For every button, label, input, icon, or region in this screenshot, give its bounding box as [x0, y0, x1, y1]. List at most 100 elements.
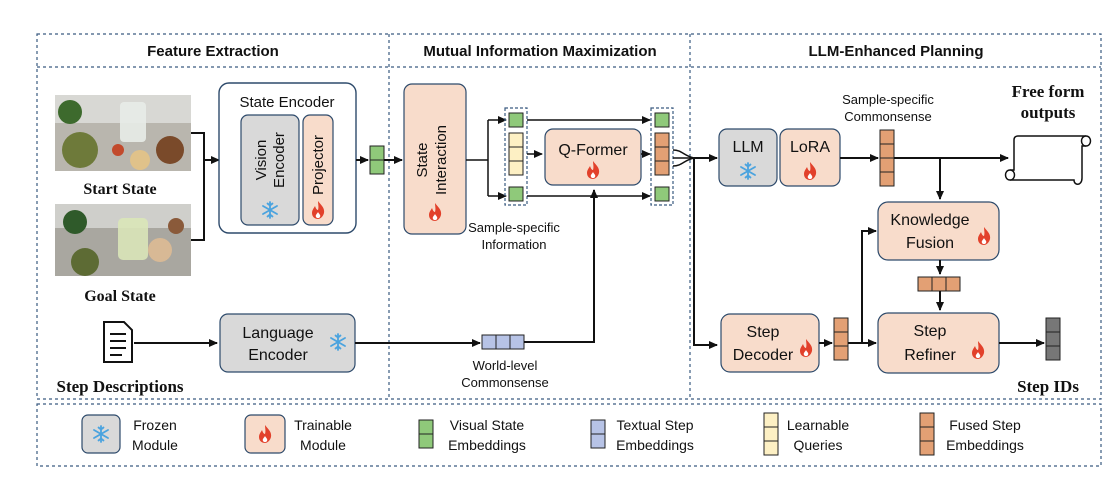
language-encoder-label-1: Language	[242, 325, 313, 342]
output-token-stack	[650, 107, 674, 206]
legend-trainable-label-1: Trainable	[294, 417, 352, 433]
step-refiner-box	[877, 312, 1000, 374]
q-former-label: Q-Former	[558, 142, 628, 159]
goal-state-label: Goal State	[84, 288, 156, 305]
vision-encoder-box	[240, 114, 300, 226]
sample-specific-cs-label-1: Sample-specific	[842, 92, 934, 107]
visual-embedding-cell	[508, 112, 524, 128]
visual-embedding-cell	[508, 186, 524, 202]
sample-specific-info-label-1: Sample-specific	[468, 220, 560, 235]
fused-embedding-cell	[654, 132, 670, 148]
fused-embedding-cell	[654, 160, 670, 176]
legend-textual-label-2: Embeddings	[616, 437, 694, 453]
fused-embedding-cell	[879, 171, 895, 187]
textual-embedding-cell	[481, 334, 497, 350]
step-ids-label: Step IDs	[1017, 377, 1079, 396]
legend-fused-cell	[919, 440, 935, 456]
legend-frozen-label-2: Module	[132, 437, 178, 453]
legend-visual-cell	[418, 419, 434, 435]
fused-embedding-cell	[654, 146, 670, 162]
fused-embedding-cell	[931, 276, 947, 292]
legend-fused-label-1: Fused Step	[949, 417, 1021, 433]
llm-box	[718, 128, 778, 187]
fused-embedding-cell	[833, 345, 849, 361]
sample-specific-info-label-2: Information	[481, 237, 546, 252]
step-decoder-label-1: Step	[747, 324, 780, 341]
free-form-label-1: Free form	[1012, 82, 1085, 101]
free-form-label-2: outputs	[1021, 103, 1076, 122]
knowledge-fusion-box	[877, 201, 1000, 261]
textual-embedding-cell	[495, 334, 511, 350]
world-level-label-2: Commonsense	[461, 375, 548, 390]
visual-embedding-cell	[369, 159, 385, 175]
lora-label: LoRA	[790, 139, 830, 156]
legend-learnable-label-1: Learnable	[787, 417, 849, 433]
state-encoder-label: State Encoder	[239, 94, 334, 111]
legend-learnable-cell	[763, 440, 779, 456]
document-icon	[103, 321, 133, 363]
visual-embedding-cell	[654, 112, 670, 128]
legend-frame	[36, 403, 1102, 467]
scroll-icon	[1004, 135, 1092, 185]
step-id-cell	[1045, 331, 1061, 347]
section-frames	[36, 33, 1102, 467]
world-level-label-1: World-level	[473, 358, 538, 373]
legend-fused-cell	[919, 412, 935, 428]
fused-embedding-cell	[879, 157, 895, 173]
visual-embedding-cell	[369, 145, 385, 161]
legend-learnable-cell	[763, 412, 779, 428]
legend-textual-cell	[590, 419, 606, 435]
projector-box	[302, 114, 334, 226]
fused-embedding-cell	[917, 276, 933, 292]
section-title-llm-planning: LLM-Enhanced Planning	[809, 43, 984, 60]
legend-learnable-cell	[763, 426, 779, 442]
learnable-query-cell	[508, 146, 524, 162]
vision-encoder-label-1: Vision	[253, 140, 270, 181]
fused-embedding-cell	[833, 331, 849, 347]
fused-embedding-cell	[945, 276, 961, 292]
section-title-mutual-information: Mutual Information Maximization	[423, 43, 656, 60]
legend-frozen-label-1: Frozen	[133, 417, 177, 433]
input-token-stack	[504, 107, 528, 206]
legend-textual-label-1: Textual Step	[616, 417, 693, 433]
goal-state-image	[55, 204, 191, 276]
fused-embedding-cell	[833, 317, 849, 333]
q-former-box	[544, 128, 642, 186]
textual-embedding-cell	[509, 334, 525, 350]
legend-trainable-label-2: Module	[300, 437, 346, 453]
vision-encoder-label-2: Encoder	[271, 132, 288, 188]
state-interaction-box	[403, 83, 467, 235]
step-id-cell	[1045, 345, 1061, 361]
legend-visual-cell	[418, 433, 434, 449]
fused-embedding-cell	[879, 129, 895, 145]
legend-visual-label-2: Embeddings	[448, 437, 526, 453]
start-state-image	[55, 95, 191, 171]
learnable-query-cell	[508, 132, 524, 148]
language-encoder-label-2: Encoder	[248, 347, 308, 364]
step-descriptions-label: Step Descriptions	[56, 377, 183, 396]
legend-visual-label-1: Visual State	[450, 417, 525, 433]
section-title-feature-extraction: Feature Extraction	[147, 43, 279, 60]
legend-textual-cell	[590, 433, 606, 449]
knowledge-fusion-label-2: Fusion	[906, 235, 954, 252]
legend-fused-label-2: Embeddings	[946, 437, 1024, 453]
start-state-label: Start State	[83, 181, 156, 198]
state-interaction-label-2: Interaction	[433, 125, 450, 195]
sample-specific-cs-label-2: Commonsense	[844, 109, 931, 124]
state-interaction-label-1: State	[414, 142, 431, 177]
step-id-cell	[1045, 317, 1061, 333]
step-refiner-label-1: Step	[914, 323, 947, 340]
visual-embedding-cell	[654, 186, 670, 202]
step-decoder-label-2: Decoder	[733, 347, 794, 364]
legend: Frozen Module Trainable Module Visual St…	[81, 412, 1024, 456]
step-refiner-label-2: Refiner	[904, 347, 956, 364]
fused-embedding-cell	[879, 143, 895, 159]
legend-learnable-label-2: Queries	[793, 437, 842, 453]
legend-fused-cell	[919, 426, 935, 442]
learnable-query-cell	[508, 160, 524, 176]
knowledge-fusion-label-1: Knowledge	[890, 212, 969, 229]
projector-label: Projector	[310, 135, 327, 195]
llm-label: LLM	[732, 139, 763, 156]
